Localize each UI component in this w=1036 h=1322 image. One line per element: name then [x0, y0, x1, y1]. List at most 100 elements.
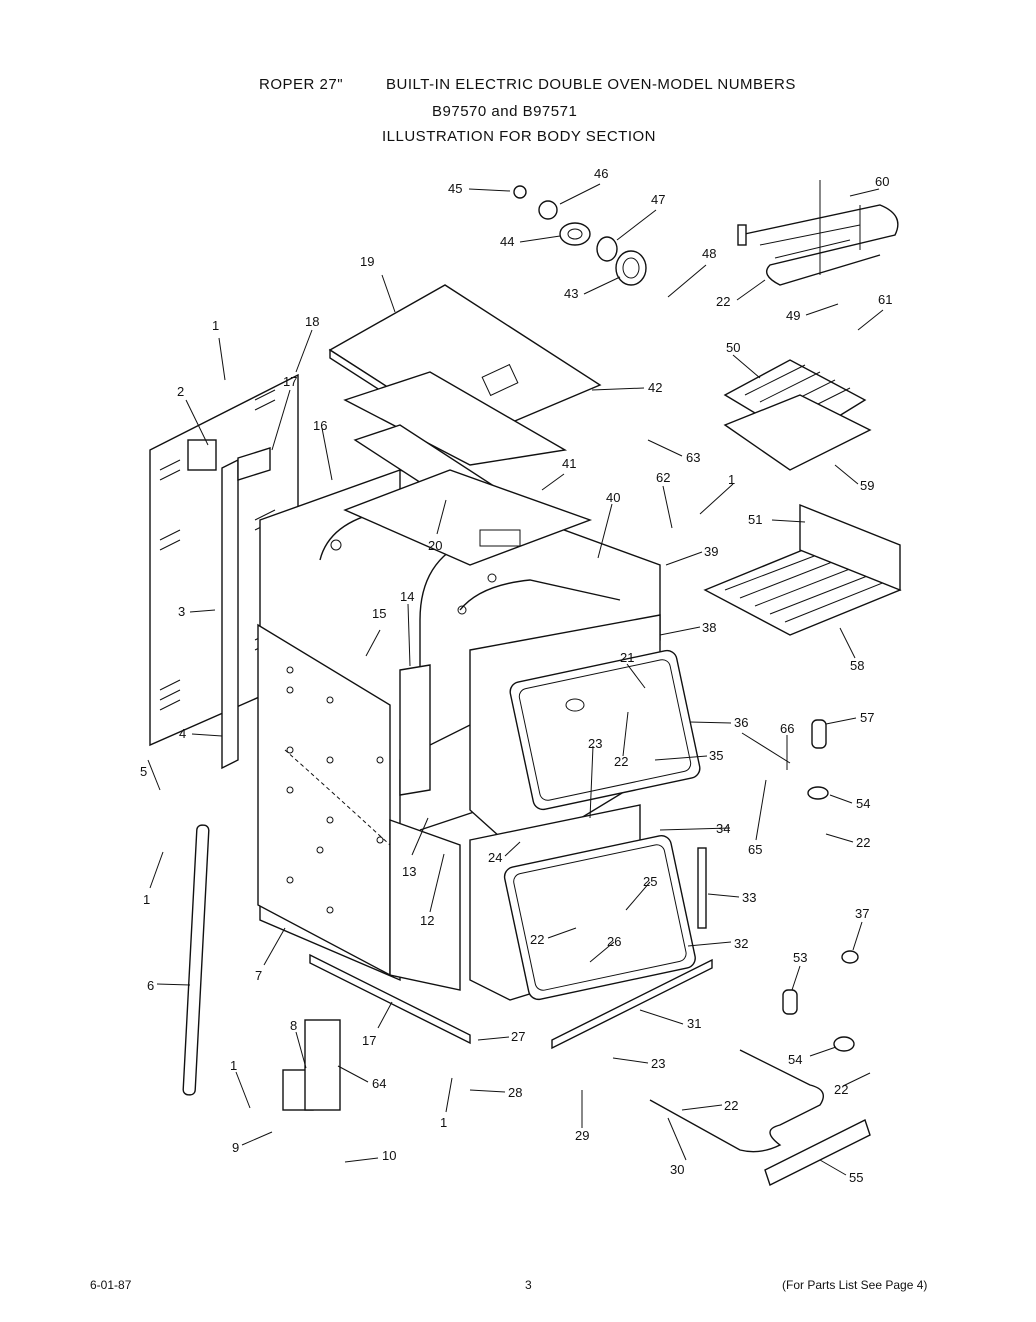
callout-42: 42 [648, 380, 662, 395]
oven-rack-part [703, 503, 902, 636]
callout-18: 18 [305, 314, 319, 329]
callout-1-bottom-left: 1 [230, 1058, 237, 1073]
callout-4: 4 [179, 726, 186, 741]
callout-41: 41 [562, 456, 576, 471]
callout-55: 55 [849, 1170, 863, 1185]
callout-30: 30 [670, 1162, 684, 1177]
callout-12: 12 [420, 913, 434, 928]
header-model-numbers: B97570 and B97571 [432, 103, 578, 120]
callout-50: 50 [726, 340, 740, 355]
callout-49: 49 [786, 308, 800, 323]
callout-43: 43 [564, 286, 578, 301]
callout-7: 7 [255, 968, 262, 983]
side-bracket-part [399, 664, 431, 796]
callout-54-upper: 54 [856, 796, 870, 811]
callout-40: 40 [606, 490, 620, 505]
lower-oven-liner-part [469, 804, 696, 1001]
callout-59: 59 [860, 478, 874, 493]
vertical-trim-strips-part [182, 824, 707, 1096]
upper-oven-liner-part [469, 614, 701, 856]
callout-16: 16 [313, 418, 327, 433]
callout-38: 38 [702, 620, 716, 635]
callout-1-right: 1 [728, 472, 735, 487]
side-trim-strips-part [221, 447, 271, 770]
callout-3: 3 [178, 604, 185, 619]
callout-19: 19 [360, 254, 374, 269]
callout-58: 58 [850, 658, 864, 673]
header-subtitle: ILLUSTRATION FOR BODY SECTION [382, 128, 656, 145]
callout-54-lower: 54 [788, 1052, 802, 1067]
callout-33: 33 [742, 890, 756, 905]
callout-65: 65 [748, 842, 762, 857]
callout-20: 20 [428, 538, 442, 553]
callout-23-lower: 23 [651, 1056, 665, 1071]
callout-9: 9 [232, 1140, 239, 1155]
broiler-pan-part [723, 359, 872, 471]
callout-60: 60 [875, 174, 889, 189]
callout-31: 31 [687, 1016, 701, 1031]
callout-labels: 1 18 2 17 16 19 3 4 5 1 6 7 15 14 13 12 … [140, 166, 892, 1185]
callout-17-bottom: 17 [362, 1033, 376, 1048]
callout-15: 15 [372, 606, 386, 621]
callout-22-right-upper: 22 [856, 835, 870, 850]
footer-date: 6-01-87 [90, 1278, 132, 1292]
footer-page-number: 3 [525, 1278, 532, 1292]
oven-light-assembly-part [513, 185, 647, 286]
callout-61: 61 [878, 292, 892, 307]
callout-1-bottom: 1 [440, 1115, 447, 1130]
callout-13: 13 [402, 864, 416, 879]
callout-28: 28 [508, 1085, 522, 1100]
callout-2: 2 [177, 384, 184, 399]
callout-24: 24 [488, 850, 502, 865]
callout-8: 8 [290, 1018, 297, 1033]
callout-51: 51 [748, 512, 762, 527]
callout-17-top: 17 [283, 374, 297, 389]
lower-body-front-part [389, 809, 481, 991]
callout-47: 47 [651, 192, 665, 207]
bottom-trim-part [551, 958, 713, 1050]
callout-27: 27 [511, 1029, 525, 1044]
leader-lines [147, 183, 884, 1176]
callout-34: 34 [716, 821, 730, 836]
callout-32: 32 [734, 936, 748, 951]
callout-1-left: 1 [143, 892, 150, 907]
callout-64: 64 [372, 1076, 386, 1091]
callout-10: 10 [382, 1148, 396, 1163]
callout-62: 62 [656, 470, 670, 485]
callout-29: 29 [575, 1128, 589, 1143]
callout-66: 66 [780, 721, 794, 736]
bake-element-part [649, 1049, 824, 1153]
callout-22-lower: 22 [530, 932, 544, 947]
callout-21: 21 [620, 650, 634, 665]
callout-39: 39 [704, 544, 718, 559]
callout-26: 26 [607, 934, 621, 949]
callout-1-top: 1 [212, 318, 219, 333]
callout-23-upper: 23 [588, 736, 602, 751]
callout-22-rack: 22 [716, 294, 730, 309]
broil-element-part [737, 180, 899, 286]
callout-57: 57 [860, 710, 874, 725]
callout-44: 44 [500, 234, 514, 249]
element-bracket-part [764, 1119, 871, 1186]
callout-14: 14 [400, 589, 414, 604]
callout-22-element: 22 [724, 1098, 738, 1113]
callout-46: 46 [594, 166, 608, 181]
callout-63: 63 [686, 450, 700, 465]
callout-25: 25 [643, 874, 657, 889]
callout-36: 36 [734, 715, 748, 730]
header-title: BUILT-IN ELECTRIC DOUBLE OVEN-MODEL NUMB… [386, 76, 796, 93]
footer-parts-list-note: (For Parts List See Page 4) [782, 1278, 928, 1292]
header-brand: ROPER 27" [259, 76, 344, 93]
callout-48: 48 [702, 246, 716, 261]
callout-37: 37 [855, 906, 869, 921]
callout-6: 6 [147, 978, 154, 993]
callout-22-upper: 22 [614, 754, 628, 769]
top-insulation-plate-part [343, 469, 593, 566]
callout-22-right-lower: 22 [834, 1082, 848, 1097]
callout-5: 5 [140, 764, 147, 779]
callout-35: 35 [709, 748, 723, 763]
callout-53: 53 [793, 950, 807, 965]
bottom-rail-part [309, 953, 471, 1045]
